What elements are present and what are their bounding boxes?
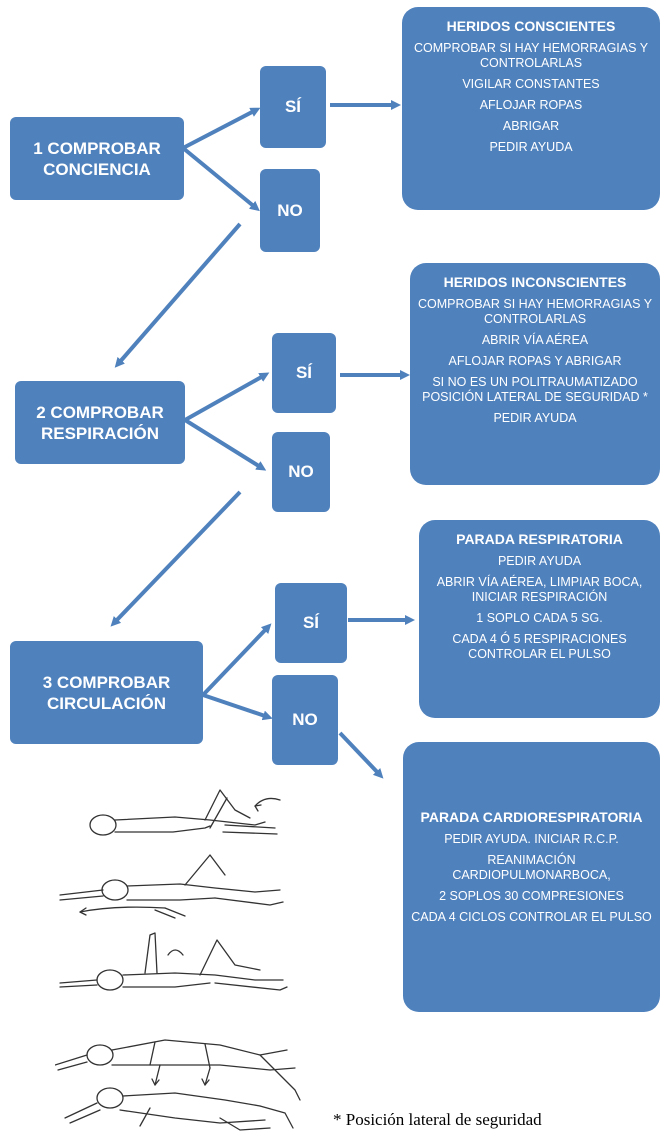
step-2-line2: RESPIRACIÓN: [40, 423, 160, 443]
step-1-line1: 1 COMPROBAR: [33, 138, 161, 158]
info-line: SI NO ES UN POLITRAUMATIZADO POSICIÓN LA…: [422, 375, 648, 404]
info-box-title: HERIDOS CONSCIENTES: [446, 18, 616, 34]
arrow-no3-box4: [338, 731, 384, 779]
step-1-line2: CONCIENCIA: [43, 159, 151, 179]
no-label: NO: [277, 200, 303, 220]
yes-label: SÍ: [295, 363, 313, 382]
no-box-1: NO: [260, 169, 320, 252]
no-label: NO: [288, 462, 314, 481]
info-box-respiratory-arrest: PARADA RESPIRATORIA PEDIR AYUDA ABRIR VÍ…: [419, 520, 660, 718]
arrow-step2-no: [183, 418, 267, 471]
info-line: CADA 4 Ó 5 RESPIRACIONES CONTROLAR EL PU…: [452, 632, 627, 661]
info-line: ABRIGAR: [502, 119, 560, 133]
no-label: NO: [292, 710, 318, 729]
info-box-conscious: HERIDOS CONSCIENTES COMPROBAR SI HAY HEM…: [402, 7, 660, 210]
info-box-unconscious: HERIDOS INCONSCIENTES COMPROBAR SI HAY H…: [410, 263, 660, 485]
arrow-step1-no: [181, 146, 260, 212]
step-2-line1: 2 COMPROBAR: [36, 402, 164, 422]
yes-label: SÍ: [284, 97, 302, 116]
info-line: 1 SOPLO CADA 5 SG.: [476, 611, 603, 625]
info-line: ABRIR VÍA AÉREA, LIMPIAR BOCA, INICIAR R…: [436, 575, 643, 604]
info-line: CADA 4 CICLOS CONTROLAR EL PULSO: [411, 910, 652, 924]
figure-4: [55, 1039, 301, 1101]
arrow-no2-step3: [110, 490, 242, 627]
step-2-box: 2 COMPROBAR RESPIRACIÓN: [15, 381, 185, 464]
arrow-step1-yes: [182, 107, 261, 150]
info-line: 2 SOPLOS 30 COMPRESIONES: [439, 889, 624, 903]
step-1-box: 1 COMPROBAR CONCIENCIA: [10, 117, 184, 200]
no-box-2: NO: [272, 432, 330, 512]
step-3-line1: 3 COMPROBAR: [42, 672, 171, 692]
arrow-step3-yes: [201, 623, 272, 697]
info-line: PEDIR AYUDA: [493, 411, 577, 425]
figure-1: [89, 789, 281, 836]
info-line: AFLOJAR ROPAS: [479, 98, 583, 112]
figure-2: [59, 854, 284, 919]
footnote: * Posición lateral de seguridad: [333, 1110, 542, 1129]
arrow-no1-step2: [114, 222, 242, 368]
yes-label: SÍ: [302, 613, 320, 632]
info-line: PEDIR AYUDA. INICIAR R.C.P.: [444, 832, 619, 846]
info-line: ABRIR VÍA AÉREA: [481, 333, 589, 347]
arrow-step3-no: [202, 693, 273, 721]
no-box-3: NO: [272, 675, 338, 765]
figure-5: [64, 1087, 294, 1131]
info-box-title: HERIDOS INCONSCIENTES: [443, 274, 627, 290]
info-line: AFLOJAR ROPAS Y ABRIGAR: [448, 354, 622, 368]
step-3-box: 3 COMPROBAR CIRCULACIÓN: [10, 641, 203, 744]
info-line: PEDIR AYUDA: [489, 140, 573, 154]
figure-3: [59, 932, 288, 991]
info-line: VIGILAR CONSTANTES: [462, 77, 600, 91]
yes-box-2: SÍ: [272, 333, 336, 413]
info-box-title: PARADA RESPIRATORIA: [456, 531, 623, 547]
info-line: PEDIR AYUDA: [497, 554, 582, 568]
step-3-line2: CIRCULACIÓN: [47, 693, 166, 713]
recovery-position-illustration: [55, 789, 301, 1131]
yes-box-3: SÍ: [275, 583, 347, 663]
yes-box-1: SÍ: [260, 66, 326, 148]
info-line: COMPROBAR SI HAY HEMORRAGIAS Y CONTROLAR…: [413, 41, 649, 70]
info-line: COMPROBAR SI HAY HEMORRAGIAS Y CONTROLAR…: [417, 297, 653, 326]
info-box-cardiorespiratory-arrest: PARADA CARDIORESPIRATORIA PEDIR AYUDA. I…: [403, 742, 660, 1012]
info-line: REANIMACIÓN CARDIOPULMONARBOCA,: [452, 853, 611, 882]
info-box-title: PARADA CARDIORESPIRATORIA: [420, 809, 643, 825]
arrow-step2-yes: [184, 372, 270, 422]
